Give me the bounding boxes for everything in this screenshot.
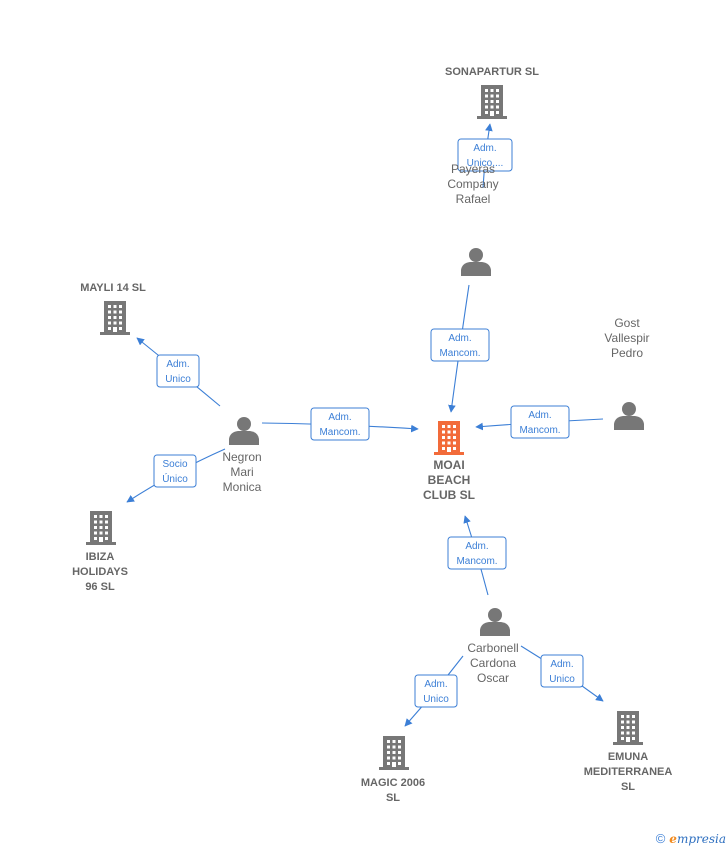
- relation-label-text: Mancom.: [319, 427, 360, 438]
- node-label: CLUB SL: [423, 488, 475, 502]
- node-label: Mari: [230, 465, 253, 479]
- building-icon: [434, 421, 464, 455]
- node-label: SL: [621, 781, 635, 793]
- node-ibiza[interactable]: IBIZA HOLIDAYS 96 SL: [72, 511, 128, 593]
- relation-label-text: Unico: [165, 374, 191, 385]
- node-label: Pedro: [611, 346, 643, 360]
- node-label: SONAPARTUR SL: [445, 66, 539, 78]
- edge-negron-moai: Adm. Mancom.: [261, 407, 419, 441]
- edge-payeras-sonapartur: Adm. Unico,...: [457, 123, 513, 189]
- relation-label-box[interactable]: [510, 405, 570, 439]
- brand-logo: empresia: [669, 832, 726, 846]
- relation-label-text: Mancom.: [519, 425, 560, 436]
- person-icon: [229, 417, 259, 445]
- node-label: EMUNA: [608, 751, 648, 763]
- node-label: BEACH: [428, 473, 471, 487]
- relation-label-text: Adm.: [465, 541, 488, 552]
- relation-label-box[interactable]: [430, 328, 490, 362]
- brand-rest: mpresia: [676, 832, 726, 846]
- relation-label-text: Adm.: [166, 359, 189, 370]
- edge-negron-mayli: Adm. Unico: [136, 337, 221, 407]
- node-mayli[interactable]: MAYLI 14 SL: [80, 282, 146, 335]
- relation-label-text: Adm.: [424, 679, 447, 690]
- relation-label-text: Adm.: [528, 410, 551, 421]
- relation-label-box[interactable]: [153, 454, 197, 488]
- relation-label-text: Unico,...: [467, 158, 504, 169]
- node-label: HOLIDAYS: [72, 566, 128, 578]
- copyright-symbol: ©: [655, 831, 666, 846]
- relation-label-box[interactable]: [540, 654, 584, 688]
- edge-carbonell-moai: Adm. Mancom.: [447, 515, 507, 596]
- building-icon: [86, 511, 116, 545]
- node-label: Vallespir: [604, 331, 649, 345]
- node-label: MEDITERRANEA: [584, 766, 673, 778]
- relation-label-text: Unico: [549, 674, 575, 685]
- node-emuna[interactable]: EMUNA MEDITERRANEA SL: [584, 711, 673, 793]
- node-label: Carbonell: [467, 641, 518, 655]
- node-label: Company: [447, 177, 498, 191]
- edge-payeras-moai: Adm. Mancom.: [430, 284, 490, 413]
- node-label: IBIZA: [86, 551, 115, 563]
- relation-label-text: Único: [162, 472, 188, 485]
- node-label: Oscar: [477, 671, 509, 685]
- watermark: ©empresia: [656, 831, 726, 846]
- building-icon: [379, 736, 409, 770]
- relation-label-text: Mancom.: [456, 556, 497, 567]
- node-label: MAGIC 2006: [361, 777, 425, 789]
- node-label: Negron: [222, 450, 261, 464]
- node-label: MAYLI 14 SL: [80, 282, 146, 294]
- relation-label-text: Adm.: [550, 659, 573, 670]
- edge-carbonell-emuna: Adm. Unico: [520, 645, 604, 702]
- relation-label-box[interactable]: [310, 407, 370, 441]
- edge-carbonell-magic: Adm. Unico: [404, 655, 464, 727]
- relation-label-box[interactable]: [156, 354, 200, 388]
- relation-label-text: Adm.: [473, 143, 496, 154]
- node-label: Payeras: [451, 162, 495, 176]
- relation-label-text: Adm.: [328, 412, 351, 423]
- node-label: Gost: [614, 316, 640, 330]
- node-label: Rafael: [456, 192, 491, 206]
- building-icon: [613, 711, 643, 745]
- node-label: 96 SL: [85, 581, 115, 593]
- relation-label-text: Unico: [423, 694, 449, 705]
- person-icon: [480, 608, 510, 636]
- edges-layer: Adm.Unico,...Adm.Mancom.Adm.UnicoAdm.Man…: [126, 123, 604, 727]
- brand-first-letter: e: [669, 832, 677, 846]
- person-icon: [461, 248, 491, 276]
- relation-label-text: Mancom.: [439, 348, 480, 359]
- relation-label-box[interactable]: [457, 138, 513, 172]
- edge-gost-moai: Adm. Mancom.: [475, 405, 604, 439]
- node-label: Cardona: [470, 656, 516, 670]
- relation-label-text: Socio: [162, 459, 187, 470]
- relation-label-text: Adm.: [448, 333, 471, 344]
- relation-label-box[interactable]: [447, 536, 507, 570]
- node-label: Monica: [223, 480, 262, 494]
- person-icon: [614, 402, 644, 430]
- node-label: MOAI: [433, 458, 464, 472]
- node-label: SL: [386, 792, 400, 804]
- building-icon: [100, 301, 130, 335]
- building-icon: [477, 85, 507, 119]
- node-sonapartur[interactable]: SONAPARTUR SL: [445, 66, 539, 119]
- relation-label-box[interactable]: [414, 674, 458, 708]
